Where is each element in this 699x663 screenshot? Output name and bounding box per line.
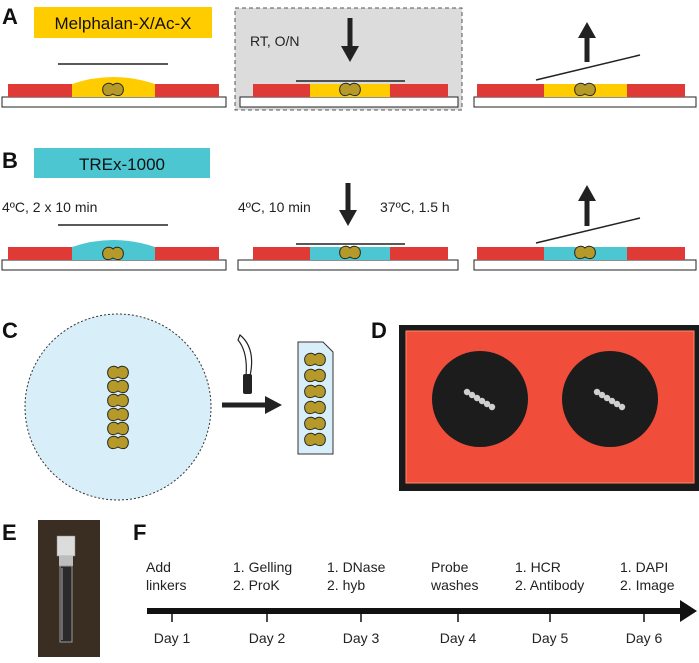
tissue-section bbox=[339, 82, 361, 97]
spacer-right bbox=[390, 247, 448, 260]
step-line2: 2. Antibody bbox=[515, 577, 584, 593]
slide bbox=[237, 259, 459, 271]
step-line1: Add bbox=[146, 559, 171, 575]
day-label: Day 5 bbox=[532, 630, 569, 646]
step-line2: 2. Image bbox=[620, 577, 675, 593]
coverslip bbox=[535, 54, 641, 81]
step-line2: 2. hyb bbox=[327, 577, 365, 593]
up-arrow-icon bbox=[578, 185, 596, 201]
tissue-section bbox=[107, 365, 129, 380]
timeline-step-1: Add linkers Day 1 bbox=[146, 559, 190, 646]
tissue-section bbox=[304, 400, 326, 415]
spacer-left bbox=[477, 84, 544, 97]
panel-f-letter: F bbox=[133, 520, 146, 545]
tissue-section bbox=[107, 393, 129, 408]
timeline-step-4: Probe washes Day 4 bbox=[430, 559, 478, 646]
tissue-section bbox=[574, 82, 596, 97]
panel-b-step3 bbox=[473, 185, 697, 271]
down-arrow-icon bbox=[339, 210, 357, 226]
panel-a-step3 bbox=[473, 22, 697, 108]
slide bbox=[239, 96, 459, 108]
spacer-right bbox=[155, 84, 219, 97]
condition-b-right: 37ºC, 1.5 h bbox=[380, 199, 450, 215]
step-line2: linkers bbox=[146, 577, 186, 593]
tissue-sections-left bbox=[463, 388, 496, 411]
day-label: Day 4 bbox=[440, 630, 477, 646]
reagent-b-label: TREx-1000 bbox=[79, 155, 165, 174]
day-label: Day 6 bbox=[626, 630, 663, 646]
timeline-step-6: 1. DAPI 2. Image Day 6 bbox=[620, 559, 675, 646]
reagent-b-label-box bbox=[34, 148, 210, 178]
panel-b-letter: B bbox=[2, 148, 18, 173]
slide bbox=[1, 96, 227, 108]
panel-c-letter: C bbox=[2, 318, 18, 343]
tissue-section bbox=[304, 416, 326, 431]
coverslip bbox=[535, 217, 641, 244]
tissue-section bbox=[107, 407, 129, 422]
down-arrow-icon bbox=[341, 46, 359, 62]
condition-a: RT, O/N bbox=[250, 33, 300, 49]
step-line1: 1. DAPI bbox=[620, 559, 668, 575]
panel-b-step2 bbox=[237, 183, 459, 271]
right-arrow-icon bbox=[265, 396, 282, 414]
day-label: Day 2 bbox=[249, 630, 286, 646]
gel-slide-photo bbox=[399, 325, 699, 491]
panel-a-step1 bbox=[1, 63, 227, 108]
tissue-section bbox=[304, 432, 326, 447]
tissue-sections-right bbox=[593, 388, 626, 411]
tissue-section bbox=[574, 245, 596, 260]
condition-b-left: 4ºC, 2 x 10 min bbox=[2, 199, 97, 215]
spacer-right bbox=[155, 247, 219, 260]
tissue-section bbox=[107, 421, 129, 436]
tissue-section bbox=[304, 368, 326, 383]
spacer-right bbox=[390, 84, 448, 97]
panel-b-step1 bbox=[1, 224, 227, 271]
slide bbox=[473, 259, 697, 271]
gel-dish bbox=[24, 313, 212, 501]
panel-a-letter: A bbox=[2, 4, 18, 29]
cuvette-photo bbox=[38, 520, 100, 657]
panel-d-letter: D bbox=[371, 318, 387, 343]
panel-e-letter: E bbox=[2, 520, 17, 545]
spacer-right bbox=[627, 84, 685, 97]
slide bbox=[1, 259, 227, 271]
condition-b-mid: 4ºC, 10 min bbox=[238, 199, 311, 215]
tissue-section bbox=[304, 384, 326, 399]
tissue-section bbox=[102, 82, 124, 97]
tissue-section bbox=[339, 245, 361, 260]
reagent-a-label-box bbox=[34, 7, 212, 38]
tissue-section bbox=[107, 435, 129, 450]
scalpel-icon bbox=[237, 334, 253, 394]
step-line1: 1. Gelling bbox=[233, 559, 292, 575]
spacer-left bbox=[477, 247, 544, 260]
spacer-left bbox=[253, 247, 310, 260]
tissue-section bbox=[304, 352, 326, 367]
step-line1: 1. DNase bbox=[327, 559, 386, 575]
slide bbox=[473, 96, 697, 108]
timeline-step-2: 1. Gelling 2. ProK Day 2 bbox=[233, 559, 292, 646]
step-line1: Probe bbox=[431, 559, 469, 575]
tissue-section bbox=[102, 246, 124, 261]
day-label: Day 1 bbox=[154, 630, 191, 646]
spacer-left bbox=[8, 247, 72, 260]
timeline-step-5: 1. HCR 2. Antibody Day 5 bbox=[515, 559, 584, 646]
step-line1: 1. HCR bbox=[515, 559, 561, 575]
timeline-arrow-head bbox=[680, 600, 697, 622]
up-arrow-icon bbox=[578, 22, 596, 38]
day-label: Day 3 bbox=[343, 630, 380, 646]
tissue-section bbox=[107, 379, 129, 394]
step-line2: washes bbox=[430, 577, 478, 593]
reagent-a-label: Melphalan-X/Ac-X bbox=[54, 14, 191, 33]
panel-a-step2: RT, O/N bbox=[234, 7, 463, 111]
step-line2: 2. ProK bbox=[233, 577, 280, 593]
timeline-step-3: 1. DNase 2. hyb Day 3 bbox=[327, 559, 386, 646]
spacer-right bbox=[627, 247, 685, 260]
spacer-left bbox=[8, 84, 72, 97]
spacer-left bbox=[253, 84, 310, 97]
